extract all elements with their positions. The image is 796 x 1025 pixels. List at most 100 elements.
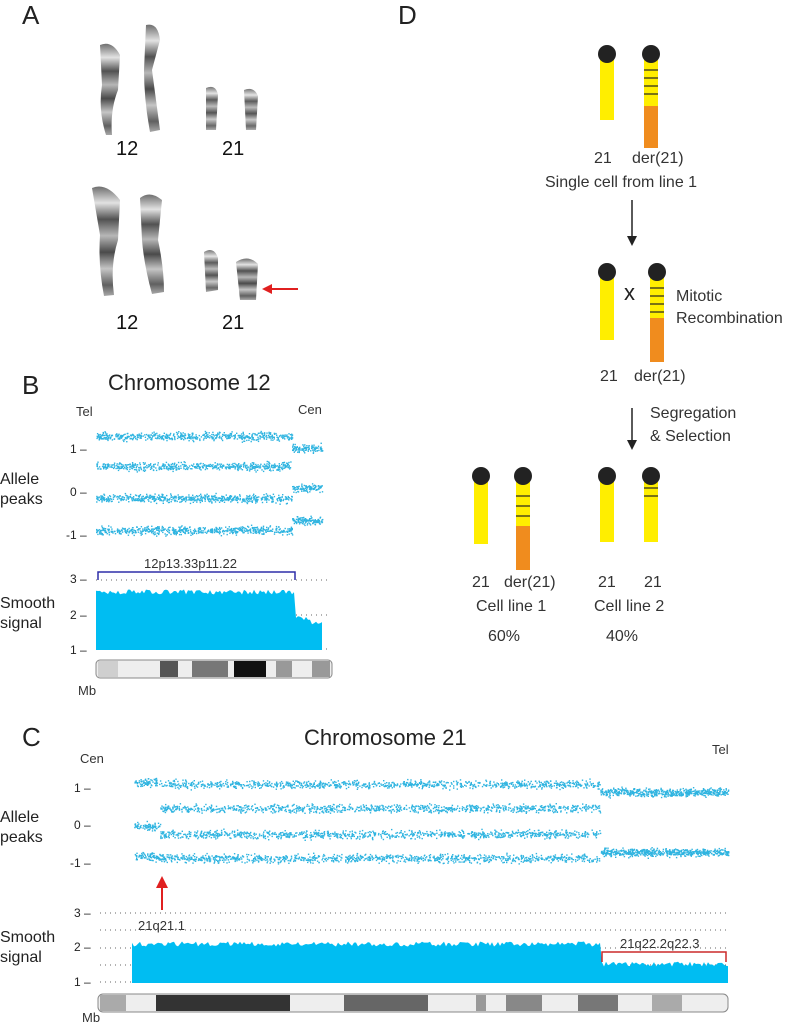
chr12-smooth-label-1: Smooth bbox=[0, 595, 56, 612]
chr12-allele-dots bbox=[96, 430, 324, 537]
line2-label-21-b: 21 bbox=[644, 574, 662, 591]
chr12-right-end: Cen bbox=[298, 402, 322, 417]
step1-chr21-centromere bbox=[598, 45, 616, 63]
chr21-left-end: Cen bbox=[80, 751, 104, 766]
line1-pct: 60% bbox=[488, 628, 521, 645]
chr21-allele-label-2: peaks bbox=[0, 829, 43, 846]
line1-chr21 bbox=[474, 482, 488, 544]
chr12-left-end: Tel bbox=[76, 404, 93, 419]
karyotype-label-21-bottom: 21 bbox=[222, 312, 245, 334]
chr12-smooth-label: Smooth signal bbox=[0, 594, 55, 634]
panel-letter-c: C bbox=[22, 722, 41, 752]
line2-label-21-a: 21 bbox=[598, 574, 616, 591]
chr12-allele-label-2: peaks bbox=[0, 491, 43, 508]
step1-label-der21: der(21) bbox=[632, 150, 684, 167]
step2-cross: x bbox=[624, 280, 635, 305]
step1-der21-centromere bbox=[642, 45, 660, 63]
line2-chr21-b-centromere bbox=[642, 467, 660, 485]
step1-label-21: 21 bbox=[594, 150, 612, 167]
chr12-smooth-area bbox=[96, 589, 322, 650]
chr21-region-label: 21q22.2q22.3 bbox=[620, 936, 700, 951]
step1-der21-yellow bbox=[644, 58, 658, 106]
chr21-ideogram bbox=[97, 993, 729, 1013]
karyotype-chr21-b1 bbox=[204, 250, 218, 292]
line1-der21-yellow bbox=[516, 482, 530, 526]
chr12-smooth-tick-1: 1 – bbox=[70, 643, 87, 657]
line2-pct: 40% bbox=[606, 628, 639, 645]
step2-label-21: 21 bbox=[600, 368, 618, 385]
chr12-smooth-tick-3: 3 – bbox=[70, 572, 87, 586]
chr12-region-bracket bbox=[97, 571, 296, 580]
chr12-smooth-label-2: signal bbox=[0, 615, 42, 632]
karyotype-chr21-a2 bbox=[244, 88, 258, 130]
chr21-allele-label: Allele peaks bbox=[0, 808, 43, 848]
chr21-smooth-tick-2: 2 – bbox=[74, 940, 91, 954]
line1-der21-orange bbox=[516, 526, 530, 570]
panel-letter-d: D bbox=[398, 0, 417, 30]
chr21-allele-tick-0: 0 – bbox=[74, 818, 91, 832]
chr12-allele-tick-neg1: -1 – bbox=[66, 528, 87, 542]
karyotype-chr21-b2 bbox=[236, 258, 258, 300]
chr21-smooth-tick-3: 3 – bbox=[74, 906, 91, 920]
chr12-title: Chromosome 12 bbox=[108, 370, 271, 395]
karyotype-red-arrow-head bbox=[262, 284, 272, 294]
step1-chr21 bbox=[600, 58, 614, 120]
karyotype-label-21-top: 21 bbox=[222, 138, 245, 160]
line2-chr21-b bbox=[644, 482, 658, 542]
chr21-smooth-label: Smooth signal bbox=[0, 928, 55, 968]
step2-chr21-centromere bbox=[598, 263, 616, 281]
chr21-right-end: Tel bbox=[712, 742, 729, 757]
line1-label-der21: der(21) bbox=[504, 574, 556, 591]
karyotype-chr12-a2 bbox=[144, 24, 160, 133]
karyotype-chr12-b1 bbox=[92, 186, 120, 296]
step2-note-1: Mitotic bbox=[676, 288, 723, 305]
line2-name: Cell line 2 bbox=[594, 598, 665, 615]
step2-label-der21: der(21) bbox=[634, 368, 686, 385]
chr21-allele-label-1: Allele bbox=[0, 809, 40, 826]
chr21-breakpoint-arrow-head bbox=[156, 876, 168, 888]
karyotype-chr12-a1 bbox=[100, 43, 120, 135]
karyotype-label-12-bottom: 12 bbox=[116, 312, 139, 334]
line1-der21-centromere bbox=[514, 467, 532, 485]
step2-der21-yellow bbox=[650, 276, 664, 318]
chr21-smooth-tick-1: 1 – bbox=[74, 975, 91, 989]
line2-chr21-a bbox=[600, 482, 614, 542]
chr12-allele-label: Allele peaks bbox=[0, 470, 43, 510]
chr21-breakpoint-label: 21q21.1 bbox=[138, 918, 185, 933]
chr12-mb-label: Mb bbox=[78, 683, 97, 698]
chr21-smooth-label-2: signal bbox=[0, 949, 42, 966]
chr12-ideogram bbox=[95, 659, 333, 679]
chr21-smooth-area bbox=[132, 941, 728, 983]
step2-chr21 bbox=[600, 276, 614, 340]
chr21-title: Chromosome 21 bbox=[304, 725, 467, 750]
chr21-allele-tick-1: 1 – bbox=[74, 781, 91, 795]
chr21-allele-dots bbox=[134, 777, 730, 865]
karyotype-chr21-a1 bbox=[206, 86, 218, 130]
chr21-region-bracket bbox=[601, 951, 727, 962]
step2-der21-orange bbox=[650, 318, 664, 362]
step2-der21-centromere bbox=[648, 263, 666, 281]
step1-der21-orange bbox=[644, 106, 658, 148]
line1-label-21: 21 bbox=[472, 574, 490, 591]
step3-note-2: & Selection bbox=[650, 428, 731, 445]
step1-caption: Single cell from line 1 bbox=[545, 174, 698, 191]
step2-note-2: Recombination bbox=[676, 310, 783, 327]
chr21-mb-label: Mb bbox=[82, 1010, 101, 1025]
panel-letter-a: A bbox=[22, 0, 40, 30]
chr12-allele-tick-0: 0 – bbox=[70, 485, 87, 499]
chr12-region-label: 12p13.33p11.22 bbox=[144, 556, 238, 571]
line1-name: Cell line 1 bbox=[476, 598, 547, 615]
chr21-allele-tick-neg1: -1 – bbox=[70, 856, 91, 870]
step3-note-1: Segregation bbox=[650, 405, 737, 422]
chr12-allele-label-1: Allele bbox=[0, 471, 40, 488]
chr21-smooth-label-1: Smooth bbox=[0, 929, 56, 946]
chr12-allele-tick-1: 1 – bbox=[70, 442, 87, 456]
line2-chr21-a-centromere bbox=[598, 467, 616, 485]
karyotype-chr12-b2 bbox=[140, 194, 164, 294]
panel-letter-b: B bbox=[22, 370, 40, 400]
karyotype-label-12-top: 12 bbox=[116, 138, 139, 160]
